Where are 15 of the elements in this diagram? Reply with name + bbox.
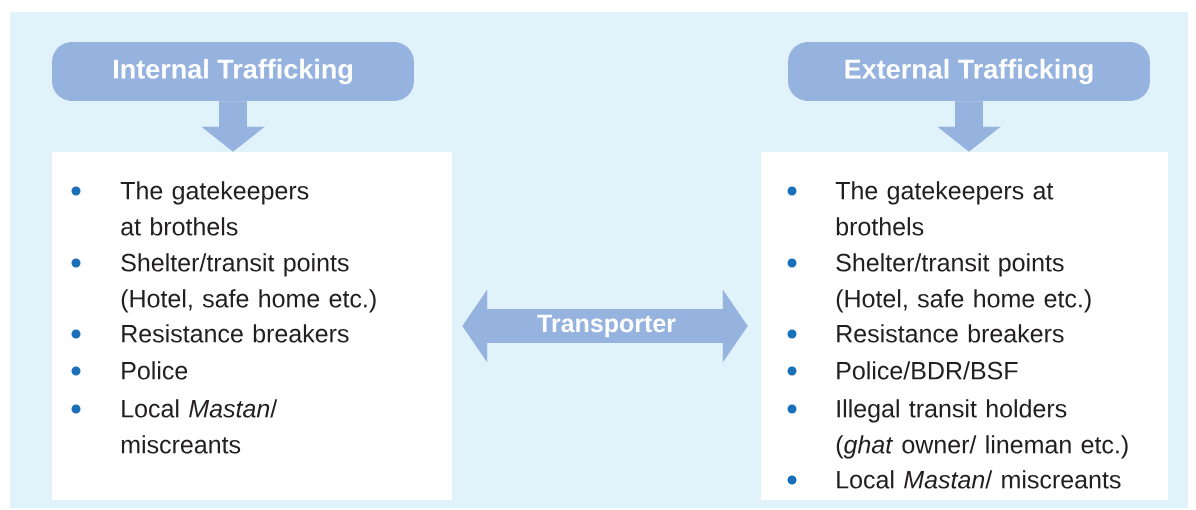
bullet-item: Resistance breakers: [787, 324, 1064, 343]
bullet-item: Police: [71, 361, 188, 380]
edge-label: Transporter: [535, 312, 678, 340]
bullet-item: The gatekeepers at brothels: [71, 181, 309, 236]
bullet-item: Resistance breakers: [71, 324, 349, 343]
bullet-item: Shelter/transit points (Hotel, safe home etc.): [71, 253, 376, 313]
heading-box: External Trafficking: [788, 42, 1150, 101]
bullet-item: Illegal transit holders (ghat owner/ lineman etc.): [787, 399, 1128, 459]
bullet-item: Police/BDR/BSF: [787, 361, 1018, 380]
bullet-item: Local Mastan/ miscreants: [71, 399, 278, 454]
block-arrow: [462, 289, 748, 363]
bullet-item: Local Mastan/ miscreants: [787, 470, 1121, 489]
bullet-item: Shelter/transit points (Hotel, safe home etc.): [787, 253, 1091, 313]
heading-box: Internal Trafficking: [52, 42, 414, 101]
bullet-item: The gatekeepers at brothels: [787, 181, 1054, 236]
